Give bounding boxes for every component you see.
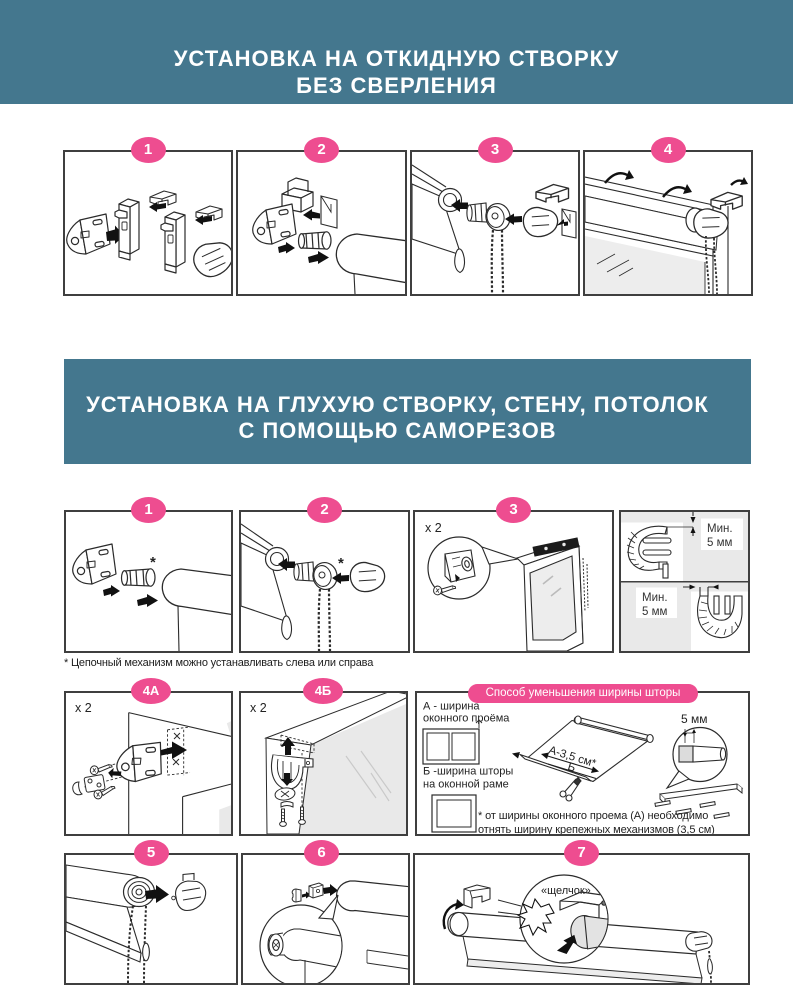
svg-text:x 2: x 2 bbox=[250, 701, 267, 715]
svg-text:x 2: x 2 bbox=[75, 701, 92, 715]
svg-text:x 2: x 2 bbox=[425, 521, 442, 535]
svg-text:«щелчок»: «щелчок» bbox=[541, 885, 591, 897]
svg-text:А - ширина: А - ширина bbox=[423, 701, 480, 713]
svg-text:*: * bbox=[150, 554, 156, 571]
svg-text:5 мм: 5 мм bbox=[642, 606, 667, 618]
svg-text:Б -ширина шторы: Б -ширина шторы bbox=[423, 766, 513, 778]
svg-text:* от ширины оконного проема (А: * от ширины оконного проема (А) необходи… bbox=[478, 810, 708, 822]
svg-text:5 мм: 5 мм bbox=[707, 537, 732, 549]
svg-text:отнять ширину крепежных механи: отнять ширину крепежных механизмов (3,5 … bbox=[478, 824, 715, 834]
svg-text:оконного проёма: оконного проёма bbox=[423, 713, 510, 725]
svg-text:Мин.: Мин. bbox=[642, 592, 668, 604]
svg-text:Мин.: Мин. bbox=[707, 523, 733, 535]
svg-text:Б: Б bbox=[566, 761, 577, 775]
svg-text:на оконной раме: на оконной раме bbox=[423, 779, 509, 791]
svg-text:5 мм: 5 мм bbox=[681, 712, 708, 726]
svg-text:*: * bbox=[338, 555, 344, 572]
